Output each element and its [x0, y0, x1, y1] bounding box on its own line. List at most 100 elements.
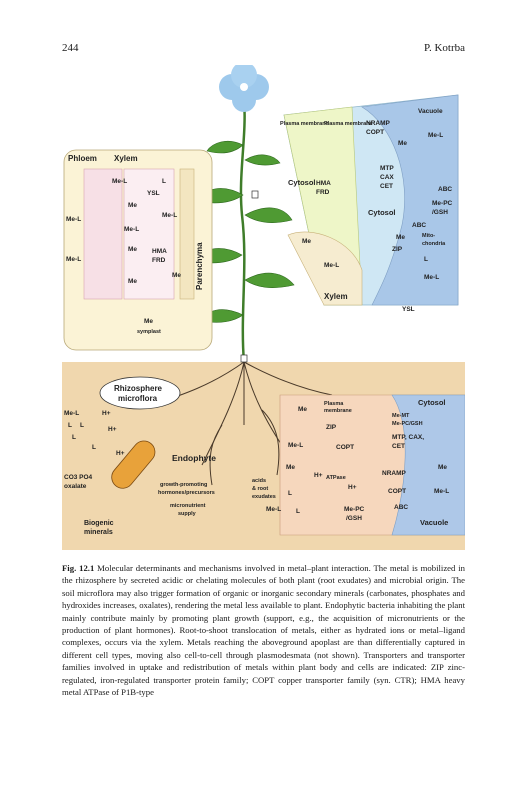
figure-caption: Fig. 12.1 Molecular determinants and mec…	[62, 562, 465, 698]
metal-label: Me	[396, 234, 405, 241]
microflora-label: microflora	[118, 394, 158, 403]
plasma-membrane-label: Plasma membrane	[324, 121, 373, 127]
page-number: 244	[62, 42, 79, 54]
metal-ligand-label: Me-L	[324, 262, 339, 269]
cytosol-label: Cytosol	[368, 208, 396, 217]
ligand-label: L	[288, 490, 292, 497]
abc-transporter-label: ABC	[412, 222, 426, 229]
hma-transporter-label: HMA	[316, 180, 331, 187]
ligand-label: L	[162, 178, 166, 185]
ligand-label: L	[424, 256, 428, 263]
parenchyma-label: Parenchyma	[195, 242, 204, 290]
metal-ligand-label: Me-L	[64, 410, 79, 417]
metal-ligand-label: Me-L	[288, 442, 303, 449]
metal-phytochelatin-label: Me-PC	[344, 506, 365, 513]
plasma-label: Plasma	[324, 401, 344, 407]
minerals-label: minerals	[84, 529, 113, 536]
metal-ligand-label: Me-L	[424, 274, 439, 281]
zoom-marker-root	[240, 354, 248, 363]
metal-ligand-label: Me-L	[124, 226, 139, 233]
ligand-label: L	[72, 434, 76, 441]
metal-ligand-label: Me-L	[162, 212, 177, 219]
zip-transporter-label: ZIP	[392, 246, 403, 253]
plasma-membrane-label: Plasma membrane	[280, 121, 329, 127]
xylem-label: Xylem	[114, 154, 138, 163]
proton-label: H+	[116, 450, 125, 457]
hormones-label: hormones/precursors	[158, 490, 215, 496]
metal-metallothionein-label: Me-MT	[392, 413, 410, 419]
metal-label: Me	[128, 278, 137, 285]
metal-label: Me	[398, 140, 407, 147]
caption-text: Molecular determinants and mechanisms in…	[62, 563, 465, 698]
metal-label: Me	[298, 406, 307, 413]
metal-ligand-label: Me-L	[66, 216, 81, 223]
ligand-label: L	[296, 508, 300, 515]
exudates-label: exudates	[252, 494, 276, 500]
vacuole-label: Vacuole	[420, 518, 448, 527]
mtp-cax-transporter-label: MTP, CAX,	[392, 434, 424, 441]
supply-label: supply	[178, 511, 197, 517]
metal-ligand-label: Me-L	[266, 506, 281, 513]
growth-promoting-label: growth-promoting	[160, 482, 207, 488]
micronutrient-label: micronutrient	[170, 503, 206, 509]
metal-label: Me	[172, 272, 181, 279]
ligand-label: L	[80, 422, 84, 429]
vacuole-label: Vacuole	[418, 108, 443, 115]
metal-ligand-label: Me-L	[112, 178, 127, 185]
cytosol-label: Cytosol	[288, 178, 316, 187]
running-head-author: P. Kotrba	[424, 42, 465, 54]
flower	[219, 65, 269, 112]
hma-transporter-label: HMA	[152, 248, 167, 255]
root-label: & root	[252, 486, 268, 492]
proton-label: H+	[108, 426, 117, 433]
metal-label: Me	[128, 202, 137, 209]
proton-label: H+	[314, 472, 323, 479]
ligand-label: L	[92, 444, 96, 451]
plant-stem	[239, 99, 246, 363]
frd-transporter-label: FRD	[152, 257, 166, 264]
copt-transporter-label: COPT	[366, 129, 384, 136]
biogenic-label: Biogenic	[84, 520, 114, 527]
metal-label: Me	[144, 318, 153, 325]
glutathione-label: /GSH	[346, 515, 362, 522]
zoom-marker-leaf	[251, 190, 259, 199]
atpase-label: ATPase	[326, 475, 346, 481]
frd-transporter-label: FRD	[316, 189, 330, 196]
metal-ligand-label: Me-L	[428, 132, 443, 139]
ysl-label: YSL	[147, 190, 160, 197]
ysl-label: YSL	[402, 306, 415, 313]
oxalate-label: oxalate	[64, 483, 87, 490]
metal-label: Me	[128, 246, 137, 253]
proton-label: H+	[348, 484, 357, 491]
metal-phytochelatin-label: Me-PC/GSH	[392, 421, 423, 427]
mitochondria-label: chondria	[422, 241, 446, 247]
endophyte-label: Endophyte	[172, 453, 216, 463]
copt-transporter-label: COPT	[388, 488, 406, 495]
abc-transporter-label: ABC	[438, 186, 452, 193]
symplast-label: symplast	[137, 329, 161, 335]
metal-label: Me	[286, 464, 295, 471]
metal-label: Me	[302, 238, 311, 245]
mtp-transporter-label: MTP	[380, 165, 394, 172]
mitochondria-label: Mito-	[422, 233, 435, 239]
metal-label: Me	[438, 464, 447, 471]
figure-illustration: Phloem Xylem Parenchyma Me-L L YSL Me Me…	[62, 65, 465, 550]
membrane-label: membrane	[324, 408, 352, 414]
leaf-cell-panel	[283, 94, 459, 306]
proton-label: H+	[102, 410, 111, 417]
nramp-transporter-label: NRAMP	[366, 120, 390, 127]
glutathione-label: /GSH	[432, 209, 448, 216]
metal-ligand-label: Me-L	[66, 256, 81, 263]
cax-transporter-label: CAX	[380, 174, 394, 181]
metal-ligand-label: Me-L	[434, 488, 449, 495]
phloem-label: Phloem	[68, 154, 97, 163]
figure-12-1: Phloem Xylem Parenchyma Me-L L YSL Me Me…	[62, 65, 465, 550]
metal-phytochelatin-label: Me-PC	[432, 200, 453, 207]
xylem-label: Xylem	[324, 292, 348, 301]
copt-transporter-label: COPT	[336, 444, 354, 451]
abc-transporter-label: ABC	[394, 504, 408, 511]
rhizosphere-panel	[99, 376, 465, 536]
cytosol-label: Cytosol	[418, 398, 446, 407]
cet-transporter-label: CET	[392, 443, 405, 450]
rhizosphere-label: Rhizosphere	[114, 384, 163, 393]
